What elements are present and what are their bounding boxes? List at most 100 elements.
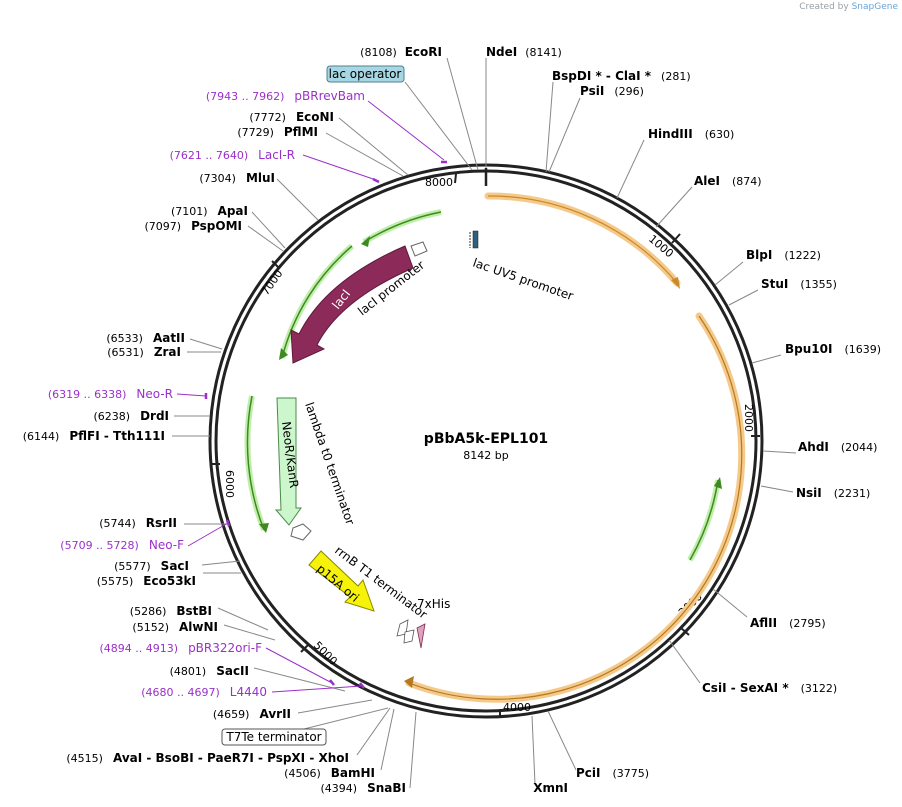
ring-tick-label: 2000 [742,404,755,432]
primer-mark [359,682,365,689]
leader-line [751,354,782,364]
site-label-alwni: (5152)AlwNI [132,620,218,634]
laci-promoter-arrow [410,241,428,257]
green-arrowhead [714,477,722,489]
site-label-drdi: (6238)DrdI [93,409,169,423]
lacuv5-label: lac UV5 promoter [471,256,575,304]
site-label-blpi: BlpI(1222) [746,248,821,262]
leader-line [714,261,744,286]
site-label-snabi: (4394)SnaBI [321,781,406,795]
leader-line [338,117,409,176]
orf-arc-top-right-line [487,195,678,284]
site-label-csii: CsiI - SexAI *(3122) [702,681,837,695]
tick-1000 [671,233,681,244]
leader-line [247,225,284,252]
leader-line [380,708,395,771]
lambda-t0-label: lambda t0 terminator [302,400,357,526]
p15a-ori-arrow [308,550,375,612]
primer-label-neo-r: (6319 .. 6338)Neo-R [48,387,173,401]
orf-arrowhead [671,277,680,289]
primer-leader [265,647,333,684]
site-label-aflii: AflII(2795) [750,616,826,630]
site-label-stui: StuI(1355) [761,277,837,291]
leader-line [668,639,701,684]
leader-line [189,338,223,350]
primer-leader [302,154,377,181]
tick-5000 [300,644,309,653]
primer-label-laci-r: (7621 .. 7640)LacI-R [170,148,295,162]
ring-tick-label: 7000 [259,267,286,297]
leader-line [616,139,645,199]
green-arrow-left-upper-line [281,245,353,359]
site-label-pflfi: (6144)PflFI - Tth111I [23,429,165,443]
primer-label-pbr322ori-f: (4894 .. 4913)pBR322ori-F [100,641,263,655]
leader-line [409,711,417,789]
site-label-ndei: NdeI(8141) [486,45,562,59]
site-label-zrai: (6531)ZraI [107,345,181,359]
primer-leader [367,100,445,161]
site-label-pflmi: (7729)PflMI [237,125,318,139]
leader-line [548,97,581,173]
orf-arc-right-line [408,315,743,700]
leader-line [712,588,748,618]
site-label-bpu10i: Bpu10I(1639) [785,342,881,356]
leader-line [217,607,269,631]
site-label-eco53ki: (5575)Eco53kI [97,574,196,588]
t7te-label: T7Te terminator [225,730,321,744]
tick-3000 [680,627,690,636]
site-label-sacii: (4801)SacII [170,664,249,678]
leader-line [760,485,794,493]
site-label-pspomi: (7097)PspOMI [144,219,242,233]
green-arrowhead [259,523,269,533]
site-label-nsii: NsiI(2231) [796,486,870,500]
site-label-alei: AleI(874) [694,174,762,188]
primer-label-l4440: (4680 .. 4697)L4440 [141,685,267,699]
orf-arc-right [405,312,746,703]
green-arrow-top [362,209,442,245]
tick-8000 [454,173,457,184]
site-label-avrii: (4659)AvrII [213,707,291,721]
primer-label-neo-f: (5709 .. 5728)Neo-F [60,538,184,552]
tick-7000 [271,260,280,269]
site-label-hindiii: HindIII(630) [648,127,734,141]
primer-label-pbrrevbam: (7943 .. 7962)pBRrevBam [206,89,365,103]
site-label-mlui: (7304)MluI [199,171,275,185]
site-label-avai: (4515)AvaI - BsoBI - PaeR7I - PspXI - Xh… [66,751,349,765]
site-label-bspdi: BspDI * - ClaI *(281) [552,69,691,83]
leader-line [547,710,577,771]
leader-line [297,699,373,714]
green-arrow-right [687,479,721,562]
lac-operator-box [326,65,405,83]
leader-line [251,211,286,249]
ring-tick-label: 8000 [425,176,453,189]
site-label-xmni: XmnI [533,781,568,795]
orf-arrowhead [404,676,414,688]
green-arrow-left-lower-line [246,395,265,531]
green-arrowhead [361,236,370,247]
leader-line [253,667,346,692]
plasmid-name: pBbA5k-EPL101 [424,431,548,447]
site-label-apai: (7101)ApaI [171,204,248,218]
t7te-box [221,728,327,746]
lacuv5-marker [472,230,479,249]
leader-line [655,186,693,228]
leader-line [276,178,319,221]
small-feature-arrow [403,629,415,644]
leader-line [531,715,536,785]
site-label-rsrii: (5744)RsrII [99,516,177,530]
primer-leader [176,393,207,397]
snapgene-logo: SnapGene [851,2,898,12]
green-arrow-left-lower [244,395,267,532]
his-label: 7xHis [417,597,450,611]
site-label-saci: (5577)SacI [114,559,189,573]
snapgene-credit: Created by SnapGene [799,2,898,12]
site-label-ahdi: AhdI(2044) [798,440,877,454]
neo-cds-arrow [274,397,302,526]
neo-promoter-arrow [290,523,312,541]
site-label-ecori: (8108)EcoRI [360,45,442,59]
green-arrowhead [279,348,288,360]
leader-line [728,289,759,306]
site-label-psii: PsiI(296) [580,84,644,98]
leader-line [446,57,479,171]
